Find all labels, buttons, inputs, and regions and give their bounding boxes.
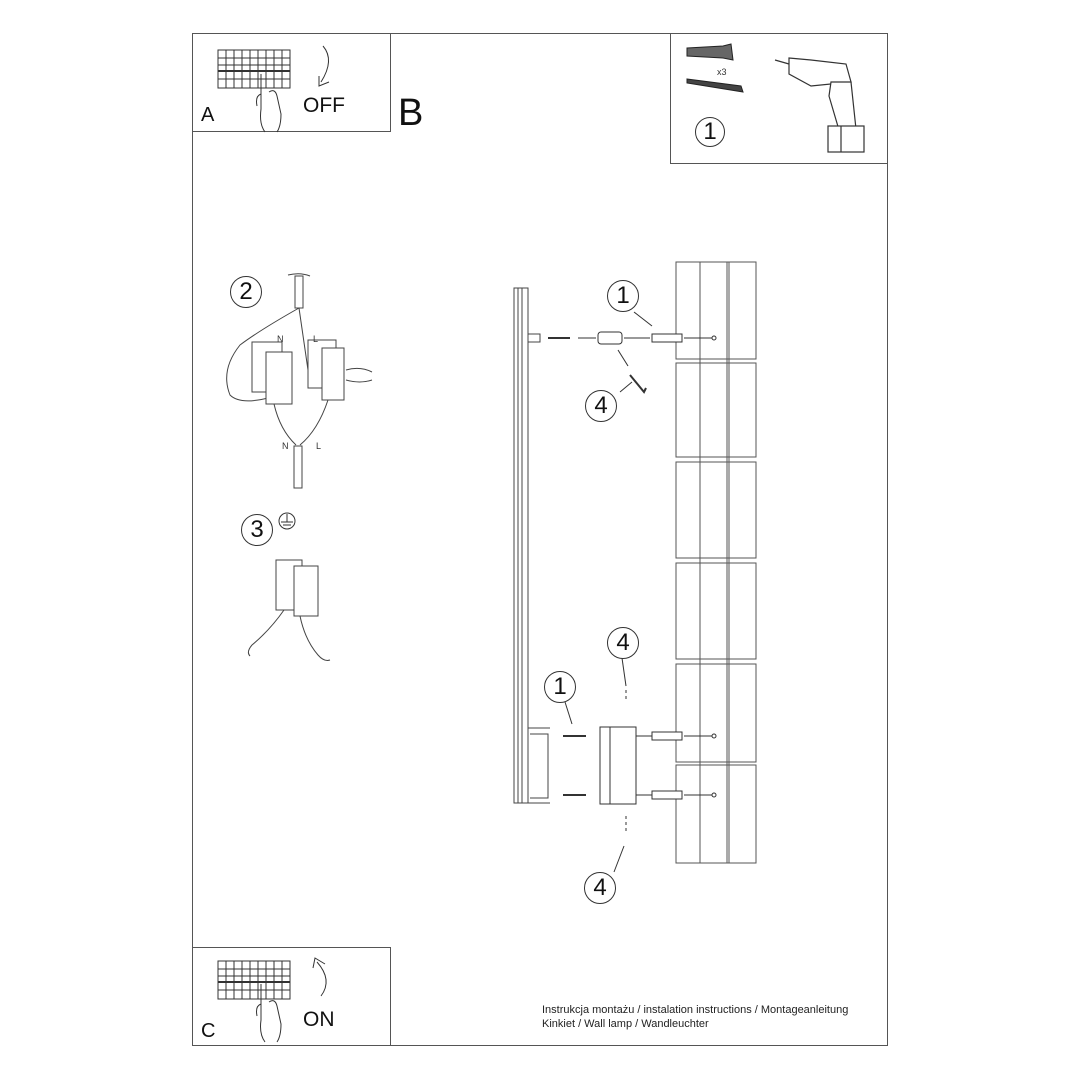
callout-number: 1 (553, 673, 567, 700)
live-label-top: L (313, 334, 319, 344)
drill-icon (774, 57, 865, 153)
callout-bottom-hex-bottom: 4 (584, 872, 616, 904)
screw-icon (686, 78, 744, 93)
section-b-letter: B (398, 92, 424, 134)
callout-number: 4 (593, 874, 607, 901)
neutral-label-bottom: N (282, 441, 289, 451)
breaker-switch-on-icon (217, 957, 327, 1043)
step-number: 1 (703, 118, 717, 145)
callout-top-screw: 1 (607, 280, 639, 312)
callout-top-hex-key: 4 (585, 390, 617, 422)
step-2-badge: 2 (230, 276, 262, 308)
callout-number: 4 (594, 392, 608, 419)
instruction-sheet-border (192, 33, 888, 1046)
caption-line-1: Instrukcja montażu / instalation instruc… (542, 1004, 849, 1016)
live-label-bottom: L (316, 441, 322, 451)
callout-bottom-screw: 1 (544, 671, 576, 703)
callout-bottom-hex-top: 4 (607, 627, 639, 659)
quantity-label: x3 (717, 67, 727, 77)
panel-a-power-off: A OFF (192, 33, 391, 133)
power-on-label: ON (303, 1008, 335, 1031)
panel-a-letter: A (201, 104, 215, 126)
caption-line-2: Kinkiet / Wall lamp / Wandleuchter (542, 1018, 709, 1030)
step-3-badge: 3 (241, 514, 273, 546)
callout-number: 1 (616, 282, 630, 309)
callout-number: 4 (616, 629, 630, 656)
step-number: 2 (239, 278, 253, 305)
panel-c-letter: C (201, 1020, 216, 1042)
breaker-switch-off-icon (217, 45, 330, 133)
neutral-label-top: N (277, 334, 284, 344)
document-caption: Instrukcja montażu / instalation instruc… (542, 1003, 848, 1031)
wall-plug-icon (686, 43, 734, 61)
power-off-label: OFF (303, 94, 345, 117)
step-number: 3 (250, 516, 264, 543)
tools-panel: x3 1 (670, 33, 888, 164)
step-1-badge: 1 (695, 117, 725, 147)
panel-c-power-on: C ON (192, 947, 391, 1046)
